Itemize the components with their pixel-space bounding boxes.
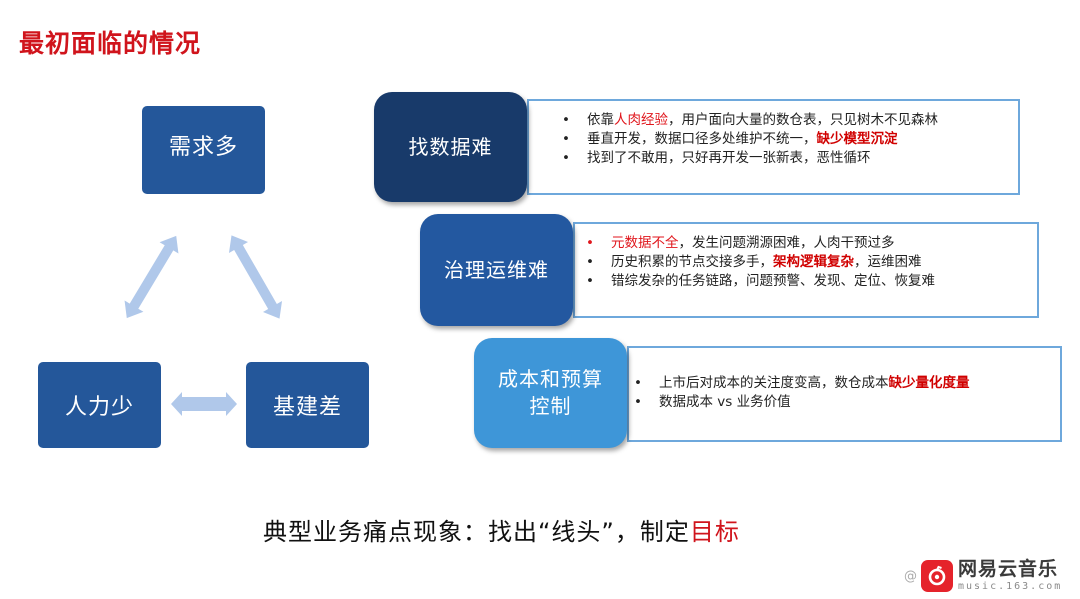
pill-label: 找数据难 xyxy=(408,134,493,159)
bullet-item: •上市后对成本的关注度变高，数仓成本缺少量化度量 xyxy=(634,375,970,391)
node-label: 基建差 xyxy=(272,395,342,420)
node-demand: 需求多 xyxy=(142,106,265,194)
bullet-item: •错综发杂的任务链路，问题预警、发现、定位、恢复难 xyxy=(586,273,935,289)
node-manpower: 人力少 xyxy=(38,362,161,448)
bullet-list: •元数据不全，发生问题溯源困难，人肉干预过多 •历史积累的节点交接多手，架构逻辑… xyxy=(583,234,1037,291)
pain-point-label-2: 治理运维难 xyxy=(420,214,573,326)
footer-summary: 典型业务痛点现象：找出“线头”，制定目标 xyxy=(263,512,740,547)
bullet-item: •数据成本 vs 业务价值 xyxy=(634,394,791,410)
node-label: 需求多 xyxy=(168,135,238,160)
bullet-item: •依靠人肉经验，用户面向大量的数仓表，只见树木不见森林 xyxy=(562,112,938,128)
brand-domain: music.163.com xyxy=(958,581,1063,592)
bullet-item: •垂直开发，数据口径多处维护不统一，缺少模型沉淀 xyxy=(562,131,898,147)
brand-name: 网易云音乐 xyxy=(958,558,1059,580)
netease-music-icon xyxy=(921,560,953,592)
bullet-item: •找到了不敢用，只好再开发一张新表，恶性循环 xyxy=(562,150,871,166)
pain-point-detail-1: •依靠人肉经验，用户面向大量的数仓表，只见树木不见森林 •垂直开发，数据口径多处… xyxy=(527,99,1020,195)
pain-point-detail-2: •元数据不全，发生问题溯源困难，人肉干预过多 •历史积累的节点交接多手，架构逻辑… xyxy=(573,222,1039,318)
bullet-item: •元数据不全，发生问题溯源困难，人肉干预过多 xyxy=(586,235,895,251)
footer-text: 典型业务痛点现象：找出“线头”，制定 xyxy=(263,518,690,546)
pain-point-label-3: 成本和预算 控制 xyxy=(474,338,627,448)
watermark-logo: @ 网易云音乐 music.163.com xyxy=(904,555,1062,597)
double-arrow-icon xyxy=(171,392,237,416)
node-label: 人力少 xyxy=(64,395,134,420)
footer-accent: 目标 xyxy=(689,518,740,546)
pain-point-detail-3: •上市后对成本的关注度变高，数仓成本缺少量化度量 •数据成本 vs 业务价值 xyxy=(627,346,1062,442)
node-infrastructure: 基建差 xyxy=(246,362,369,448)
bullet-item: •历史积累的节点交接多手，架构逻辑复杂，运维困难 xyxy=(586,254,922,270)
at-symbol: @ xyxy=(904,568,917,584)
pill-label: 治理运维难 xyxy=(444,257,549,282)
double-arrow-icon xyxy=(124,235,179,319)
bullet-list: •上市后对成本的关注度变高，数仓成本缺少量化度量 •数据成本 vs 业务价值 xyxy=(631,374,1060,412)
pain-point-label-1: 找数据难 xyxy=(374,92,527,202)
pill-label-line2: 控制 xyxy=(529,394,572,418)
double-arrow-icon xyxy=(228,235,283,319)
slide-title: 最初面临的情况 xyxy=(19,29,202,58)
pill-label-line1: 成本和预算 xyxy=(498,367,603,391)
bullet-list: •依靠人肉经验，用户面向大量的数仓表，只见树木不见森林 •垂直开发，数据口径多处… xyxy=(559,111,1018,168)
